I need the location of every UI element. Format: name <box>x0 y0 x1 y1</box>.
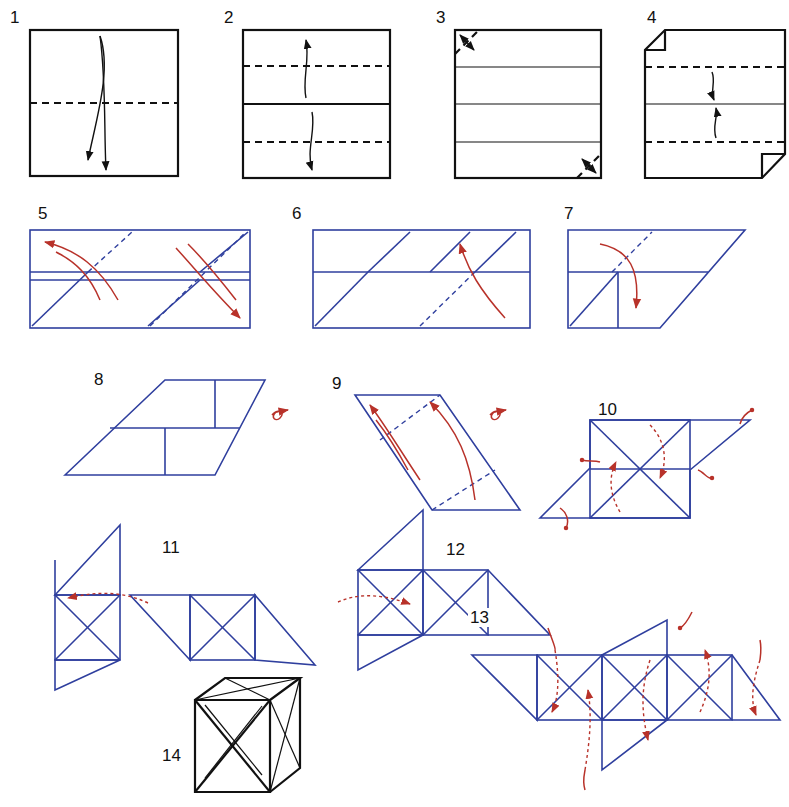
step-3-square <box>455 30 601 178</box>
step-number: 8 <box>92 370 105 389</box>
step-number: 14 <box>160 746 183 765</box>
step-8-rhombus <box>65 380 288 475</box>
step-number: 2 <box>222 8 235 27</box>
step-number: 1 <box>8 8 21 27</box>
step-number: 5 <box>36 204 49 223</box>
step-7-strip <box>568 230 745 328</box>
step-number: 3 <box>434 8 447 27</box>
step-12-assembly <box>338 510 550 670</box>
step-10-unit <box>540 410 752 528</box>
step-4-square <box>645 30 785 178</box>
step-11-units <box>55 525 315 690</box>
step-number: 11 <box>160 538 182 557</box>
step-6-strip <box>313 230 530 328</box>
step-number: 4 <box>645 8 658 27</box>
step-13-assembly <box>472 612 780 790</box>
step-2-square <box>243 30 390 178</box>
step-number: 7 <box>562 204 575 223</box>
step-number: 9 <box>330 374 343 393</box>
step-1-square <box>30 30 178 176</box>
step-5-strip <box>30 230 250 328</box>
step-14-cube <box>195 678 300 792</box>
step-number: 12 <box>444 540 467 559</box>
step-number: 10 <box>596 400 619 419</box>
step-number: 13 <box>468 608 491 627</box>
step-9-rhombus <box>355 395 520 510</box>
step-number: 6 <box>290 204 303 223</box>
